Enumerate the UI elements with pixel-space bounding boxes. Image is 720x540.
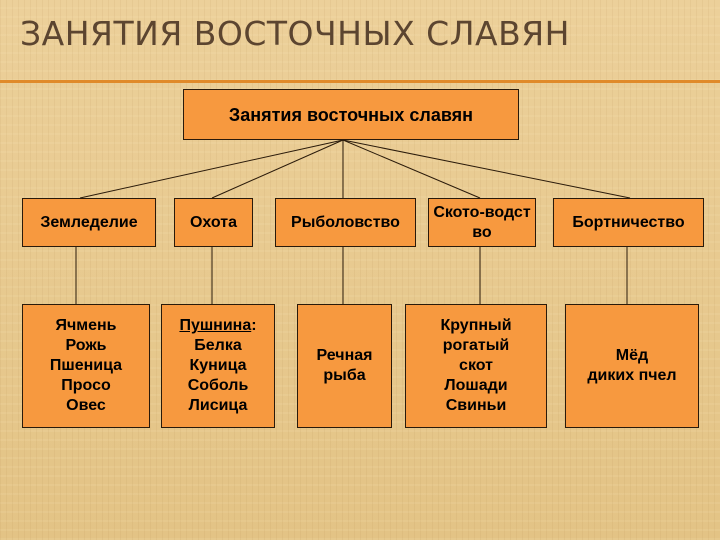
category-zemledelie-label: Земледелие <box>40 213 138 231</box>
root-node-label: Занятия восточных славян <box>228 104 474 125</box>
category-skotovodstvo: Ското-водство <box>428 198 536 247</box>
details-skotovodstvo-text: Крупный рогатый скот Лошади Свиньи <box>440 317 512 414</box>
details-zemledelie-text: Ячмень Рожь Пшеница Просо Овес <box>49 317 123 414</box>
details-bortnichestvo: Мёд диких пчел <box>565 304 699 428</box>
category-rybolovstvo-label: Рыболовство <box>291 213 400 231</box>
category-zemledelie: Земледелие <box>22 198 156 247</box>
details-okhota-text: Белка Куница Соболь Лисица <box>187 337 249 414</box>
category-okhota-label: Охота <box>189 213 238 231</box>
slide-title: ЗАНЯТИЯ ВОСТОЧНЫХ СЛАВЯН <box>20 14 570 53</box>
category-bortnichestvo: Бортничество <box>553 198 704 247</box>
details-bortnichestvo-text: Мёд диких пчел <box>587 347 677 384</box>
details-skotovodstvo: Крупный рогатый скот Лошади Свиньи <box>405 304 547 428</box>
category-okhota: Охота <box>174 198 253 247</box>
details-okhota-heading-text: Пушнина <box>179 317 252 334</box>
details-okhota: Пушнина: Белка Куница Соболь Лисица <box>161 304 275 428</box>
details-okhota-heading-colon: : <box>251 317 257 334</box>
category-rybolovstvo: Рыболовство <box>275 198 416 247</box>
link-root-bortnichestvo <box>342 139 631 199</box>
details-okhota-heading: Пушнина: <box>179 316 256 336</box>
details-rybolovstvo-text: Речная рыба <box>316 347 373 384</box>
category-skotovodstvo-label: Ското-водство <box>433 203 531 241</box>
title-underline <box>0 80 720 83</box>
details-zemledelie: Ячмень Рожь Пшеница Просо Овес <box>22 304 150 428</box>
link-root-okhota <box>211 139 344 199</box>
link-root-zemledelie <box>79 139 344 199</box>
details-rybolovstvo: Речная рыба <box>297 304 392 428</box>
category-bortnichestvo-label: Бортничество <box>572 213 685 231</box>
root-node: Занятия восточных славян <box>183 89 519 140</box>
link-root-skotovodstvo <box>342 139 481 199</box>
